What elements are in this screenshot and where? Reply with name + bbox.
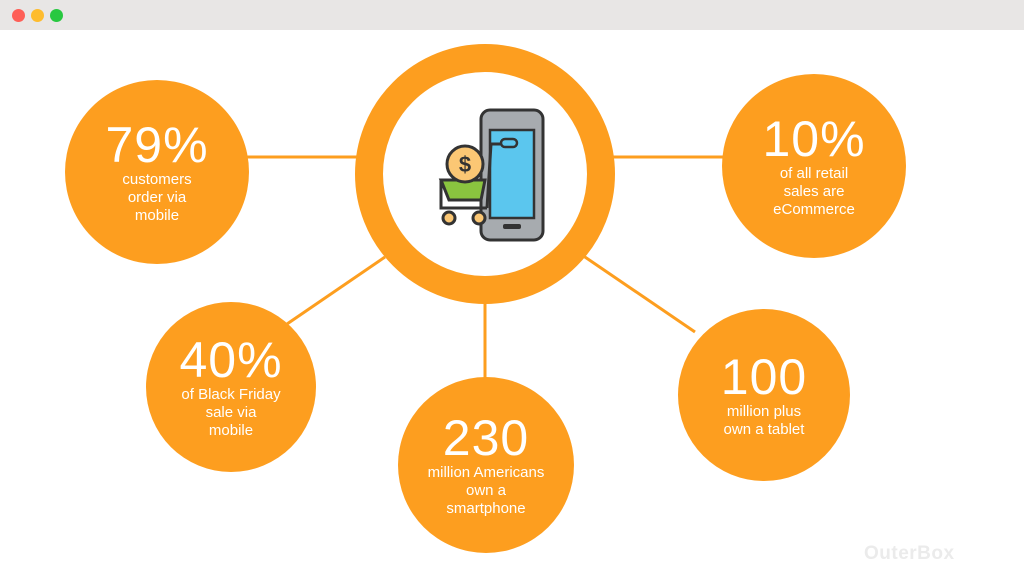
- window-titlebar: [0, 0, 1024, 30]
- maximize-window-button[interactable]: [50, 9, 63, 22]
- stat-caption-line: mobile: [208, 422, 254, 439]
- stat-caption-line: order via: [127, 189, 187, 206]
- stat-value: 100: [720, 349, 808, 405]
- connector-line-40: [286, 255, 386, 326]
- stat-value: 230: [442, 410, 530, 466]
- close-window-button[interactable]: [12, 9, 25, 22]
- outerbox-watermark: OuterBox: [864, 543, 955, 564]
- connector-line-100: [581, 253, 696, 334]
- stat-caption-line: mobile: [134, 207, 180, 224]
- stat-caption-line: own a tablet: [723, 421, 805, 438]
- central-hub-circle: $: [355, 44, 615, 304]
- stat-caption-line: sales are: [783, 183, 845, 200]
- stat-circle-tablet-owners: 100 million plus own a tablet: [678, 309, 850, 481]
- infographic-canvas: $ 79% customers order via mobile 10% of …: [0, 30, 1024, 576]
- minimize-window-button[interactable]: [31, 9, 44, 22]
- stat-caption-line: of Black Friday: [181, 386, 281, 403]
- stat-circle-retail-ecommerce: 10% of all retail sales are eCommerce: [722, 74, 906, 258]
- stat-caption-line: eCommerce: [773, 201, 855, 218]
- stat-caption-line: sale via: [205, 404, 257, 421]
- svg-text:$: $: [459, 152, 471, 177]
- stat-circle-smartphone-owners: 230 million Americans own a smartphone: [398, 377, 574, 553]
- stat-value: 79%: [105, 117, 209, 173]
- stat-value: 10%: [762, 111, 866, 167]
- stat-caption-line: million plus: [726, 403, 802, 420]
- stat-caption-line: of all retail: [779, 165, 849, 182]
- stat-caption-line: million Americans: [427, 464, 545, 481]
- stat-caption-line: own a: [465, 482, 507, 499]
- stat-value: 40%: [179, 332, 283, 388]
- stat-caption-line: customers: [122, 171, 192, 188]
- mobile-shopping-cart-icon: $: [438, 108, 545, 242]
- stat-circle-black-friday: 40% of Black Friday sale via mobile: [146, 302, 316, 472]
- stat-circle-customers-mobile: 79% customers order via mobile: [65, 80, 249, 264]
- stat-caption-line: smartphone: [446, 500, 526, 517]
